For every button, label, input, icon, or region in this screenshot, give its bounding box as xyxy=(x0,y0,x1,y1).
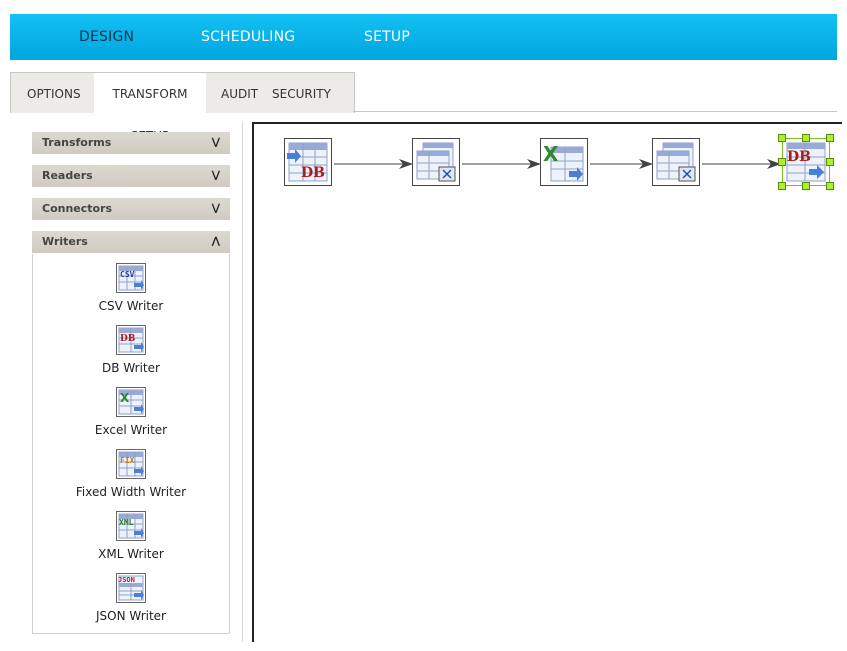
transform-icon xyxy=(416,142,456,182)
palette-item-json-writer[interactable]: JSON JSON Writer xyxy=(33,573,229,629)
sidebar-divider xyxy=(242,122,243,642)
palette-item-label: XML Writer xyxy=(98,547,164,561)
tab-security[interactable]: SECURITY xyxy=(272,87,331,101)
db-writer-icon: DB xyxy=(786,142,826,182)
csv-writer-icon: CSV xyxy=(116,263,146,293)
transform-icon xyxy=(656,142,696,182)
section-label: Connectors xyxy=(42,202,113,215)
nav-setup[interactable]: SETUP xyxy=(364,29,410,45)
design-canvas[interactable]: DB X xyxy=(252,122,842,642)
tab-audit[interactable]: AUDIT xyxy=(221,87,259,101)
section-connectors[interactable]: Connectors ⋁ xyxy=(32,198,230,220)
tab-transform-setup[interactable]: TRANSFORM SETUP xyxy=(94,73,206,143)
tab-bar: OPTIONS TRANSFORM SETUP AUDIT SECURITY xyxy=(10,72,355,143)
db-reader-icon: DB xyxy=(287,142,328,182)
node-badge: DB xyxy=(301,165,325,181)
icon-badge-db: DB xyxy=(120,334,136,344)
node-transform[interactable] xyxy=(652,138,700,186)
nav-design[interactable]: DESIGN xyxy=(79,29,135,45)
palette-item-fixed-width-writer[interactable]: FIX Fixed Width Writer xyxy=(33,449,229,505)
resize-handle-w[interactable] xyxy=(778,158,786,166)
palette-item-excel-writer[interactable]: X Excel Writer xyxy=(33,387,229,443)
tab-divider xyxy=(353,111,837,112)
section-readers[interactable]: Readers ⋁ xyxy=(32,165,230,187)
section-transforms[interactable]: Transforms ⋁ xyxy=(32,132,230,154)
chevron-double-down-icon: ⋁ xyxy=(211,137,220,148)
palette-item-label: JSON Writer xyxy=(95,609,166,623)
icon-badge-json: JSON xyxy=(118,576,135,584)
section-label: Writers xyxy=(42,235,88,248)
chevron-double-down-icon: ⋁ xyxy=(211,170,220,181)
node-transform[interactable] xyxy=(412,138,460,186)
xml-writer-icon: XML xyxy=(116,511,146,541)
resize-handle-ne[interactable] xyxy=(826,134,834,142)
icon-badge-xml: XML xyxy=(119,518,134,527)
section-label: Readers xyxy=(42,169,93,182)
icon-badge-fix: FIX xyxy=(120,456,135,465)
palette-item-label: Excel Writer xyxy=(94,423,168,437)
node-badge: DB xyxy=(787,149,811,165)
node-db-reader[interactable]: DB xyxy=(284,138,332,186)
resize-handle-n[interactable] xyxy=(802,134,810,142)
icon-badge-excel: X xyxy=(120,391,130,405)
fixed-width-writer-icon: FIX xyxy=(116,449,146,479)
connection-layer xyxy=(334,159,781,169)
resize-handle-nw[interactable] xyxy=(778,134,786,142)
icon-badge-csv: CSV xyxy=(120,270,135,279)
node-badge: X xyxy=(543,142,559,166)
resize-handle-e[interactable] xyxy=(826,158,834,166)
chevron-double-up-icon: ⋀ xyxy=(211,236,220,247)
palette-item-db-writer[interactable]: DB DB Writer xyxy=(33,325,229,381)
palette-item-xml-writer[interactable]: XML XML Writer xyxy=(33,511,229,567)
excel-reader-icon: X xyxy=(543,142,584,182)
palette-item-csv-writer[interactable]: CSV CSV Writer xyxy=(33,263,229,319)
top-nav-bar: DESIGN SCHEDULING SETUP xyxy=(10,14,837,60)
json-writer-icon: JSON xyxy=(116,573,146,603)
node-excel-reader[interactable]: X xyxy=(540,138,588,186)
resize-handle-se[interactable] xyxy=(826,182,834,190)
section-writers[interactable]: Writers ⋀ xyxy=(32,231,230,253)
nav-scheduling[interactable]: SCHEDULING xyxy=(201,29,296,45)
resize-handle-s[interactable] xyxy=(802,182,810,190)
chevron-double-down-icon: ⋁ xyxy=(211,203,220,214)
palette-item-label: CSV Writer xyxy=(98,299,164,313)
palette-item-label: DB Writer xyxy=(102,361,160,375)
section-label: Transforms xyxy=(42,136,112,149)
palette-item-label: Fixed Width Writer xyxy=(75,485,187,499)
excel-writer-icon: X xyxy=(116,387,146,417)
resize-handle-sw[interactable] xyxy=(778,182,786,190)
db-writer-icon: DB xyxy=(116,325,146,355)
writers-palette: CSV CSV Writer DB DB Writer xyxy=(32,254,230,634)
tab-options[interactable]: OPTIONS xyxy=(27,87,81,101)
node-db-writer[interactable]: DB xyxy=(782,138,830,186)
